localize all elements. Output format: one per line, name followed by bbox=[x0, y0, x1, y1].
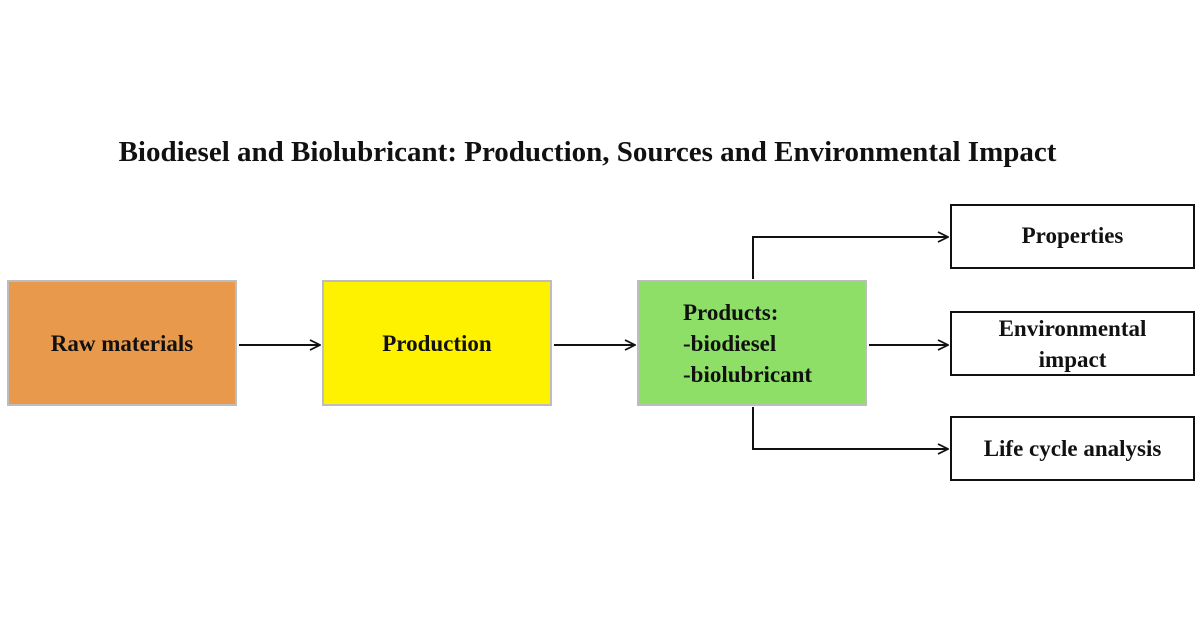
products-box: Products: -biodiesel -biolubricant bbox=[637, 280, 867, 406]
diagram-title: Biodiesel and Biolubricant: Production, … bbox=[118, 136, 1057, 168]
raw-materials-box: Raw materials bbox=[7, 280, 237, 406]
properties-label: Properties bbox=[1021, 223, 1124, 248]
environmental-impact-label: Environmental impact bbox=[998, 315, 1147, 372]
raw-materials-label: Raw materials bbox=[50, 330, 194, 356]
production-label: Production bbox=[382, 330, 492, 356]
environmental-impact-box: Environmental impact bbox=[950, 311, 1195, 376]
properties-box: Properties bbox=[950, 204, 1195, 269]
life-cycle-analysis-box: Life cycle analysis bbox=[950, 416, 1195, 481]
arrow-products-to-life-cycle-analysis bbox=[752, 407, 948, 449]
life-cycle-analysis-label: Life cycle analysis bbox=[983, 436, 1162, 461]
product-biolubricant: -biolubricant bbox=[683, 361, 813, 387]
production-box: Production bbox=[322, 280, 552, 406]
products-heading: Products: bbox=[683, 299, 779, 325]
product-biodiesel: -biodiesel bbox=[683, 330, 777, 356]
arrow-products-to-properties bbox=[752, 237, 948, 279]
